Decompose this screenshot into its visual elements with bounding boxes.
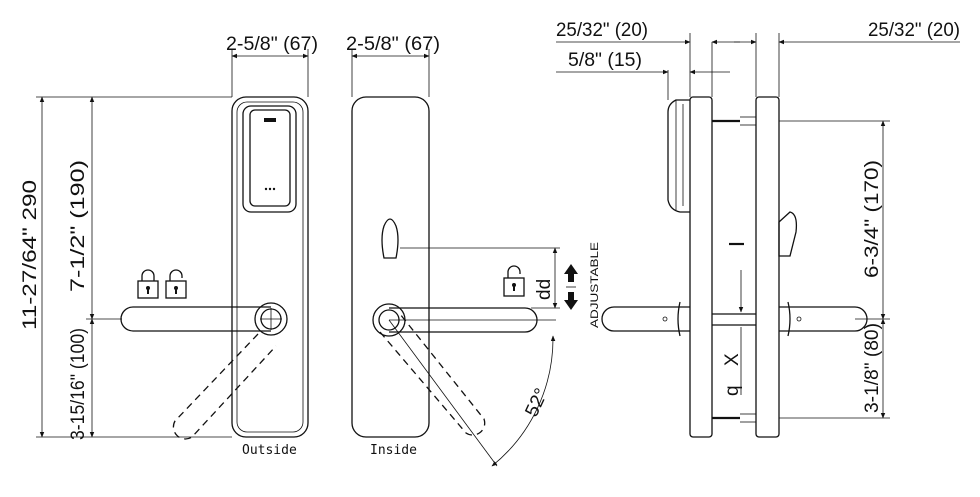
side-upper-label: 6-3/4" (170) xyxy=(862,160,883,278)
outside-lever-rotated xyxy=(172,333,277,440)
side-view xyxy=(601,96,868,438)
dd-label: dd xyxy=(534,279,555,300)
side-inside-plate xyxy=(755,96,780,438)
side-lower-label: 3-1/8" (80) xyxy=(862,323,883,413)
outside-width-label: 2-5/8" (67) xyxy=(226,34,318,55)
inside-caption: Inside xyxy=(370,443,417,458)
side-inside-lever xyxy=(779,306,868,332)
q-label: q xyxy=(722,385,743,396)
lower-height-label: 3-15/16" (100) xyxy=(68,328,89,440)
inside-lever-rotated xyxy=(379,313,486,436)
card-reader xyxy=(242,105,297,213)
dimension-labels: 2-5/8" (67) 2-5/8" (67) 25/32" (20) 25/3… xyxy=(20,20,960,458)
overall-height-label: 11-27/64" 290 xyxy=(20,180,41,330)
keyhole-icon xyxy=(381,218,399,259)
upper-height-label: 7-1/2" (190) xyxy=(68,160,89,292)
angle-label: 52° xyxy=(521,385,552,420)
outside-lever xyxy=(120,302,288,336)
side-outside-plate xyxy=(689,96,713,438)
locked-padlock-icon xyxy=(137,269,159,299)
x-label: X xyxy=(722,353,743,366)
side-outside-lever xyxy=(601,306,690,332)
inside-escutcheon xyxy=(351,96,430,438)
inside-view xyxy=(351,96,538,438)
outside-caption: Outside xyxy=(242,443,297,458)
top-right-label: 25/32" (20) xyxy=(868,20,960,41)
unlocked-padlock-icon xyxy=(165,269,187,299)
side-reader-housing xyxy=(667,99,690,213)
top-left-label: 25/32" (20) xyxy=(556,20,648,41)
inside-padlock-icon xyxy=(503,265,525,297)
side-thumbturn xyxy=(778,211,798,257)
inside-width-label: 2-5/8" (67) xyxy=(346,34,440,55)
outside-view xyxy=(120,96,309,440)
dimension-lines xyxy=(36,33,960,467)
outside-escutcheon xyxy=(231,96,309,438)
adjustable-label: ADJUSTABLE xyxy=(589,242,601,328)
outside-escutcheon-inner xyxy=(236,101,304,433)
top-inner-label: 5/8" (15) xyxy=(568,50,642,71)
